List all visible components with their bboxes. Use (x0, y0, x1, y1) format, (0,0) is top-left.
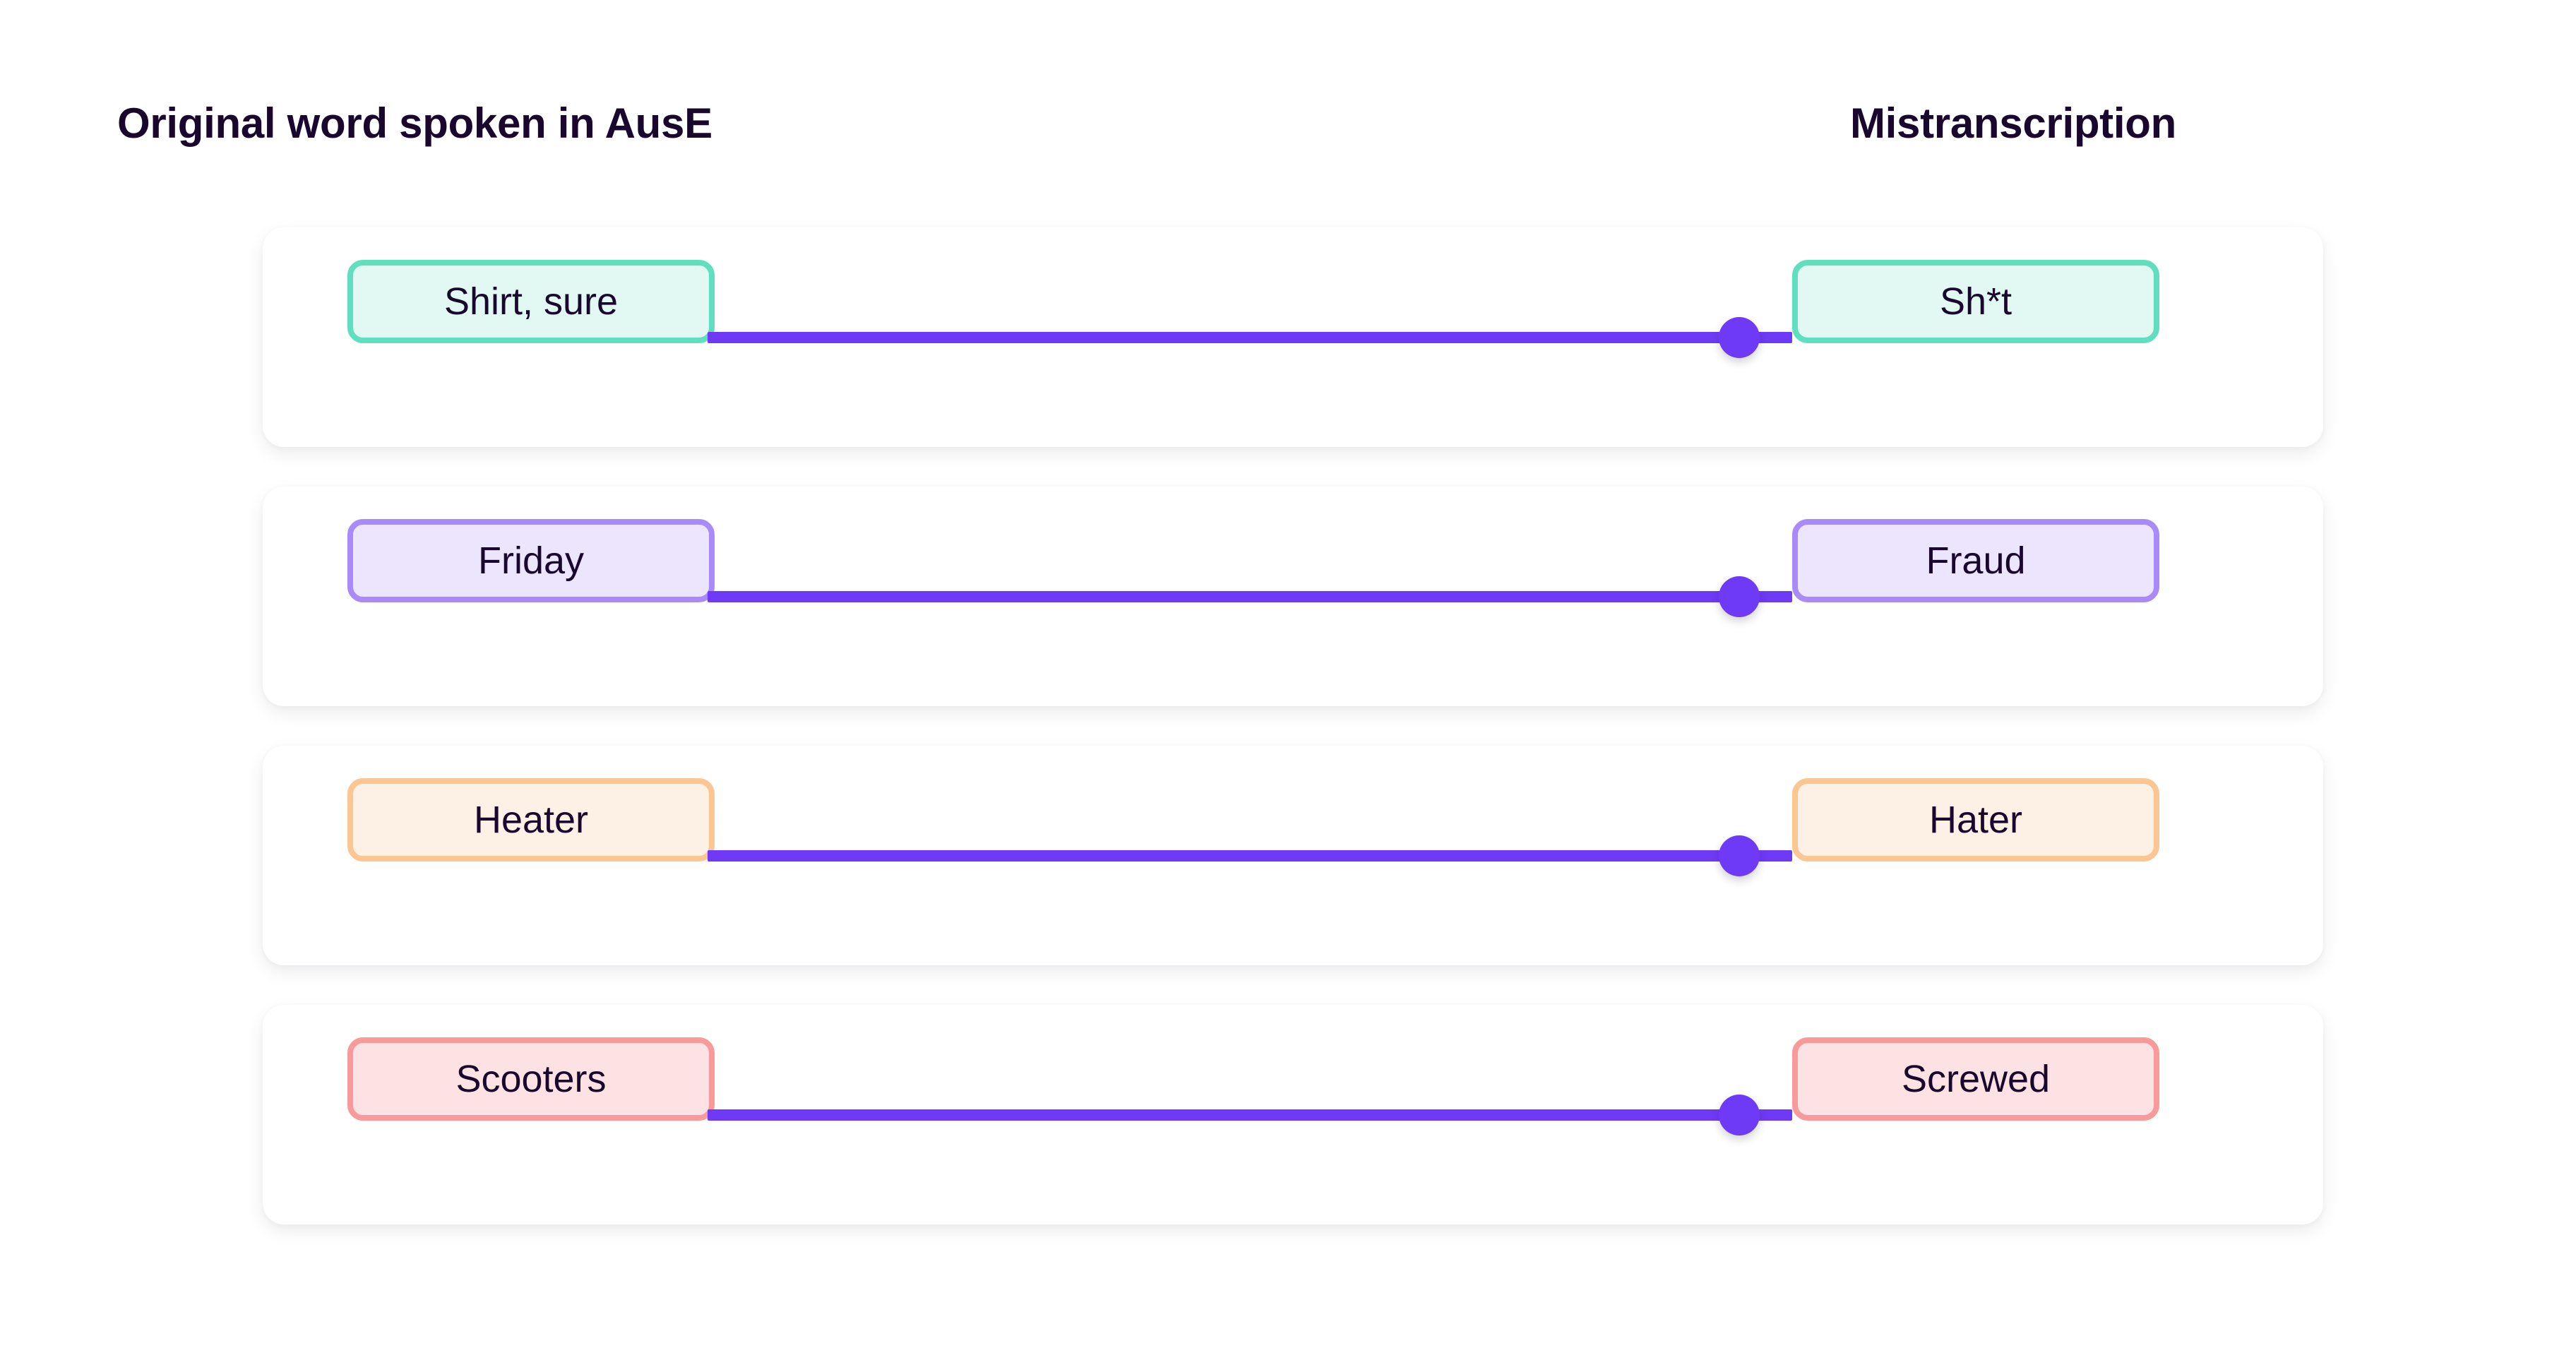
mistranscription-pill[interactable]: Fraud (1792, 519, 2159, 602)
connector-line (708, 850, 1792, 862)
mistranscription-pill[interactable]: Hater (1792, 778, 2159, 862)
connector-line (708, 591, 1792, 602)
mapping-row: Friday Fraud (263, 487, 2323, 706)
mapping-row: Heater Hater (263, 746, 2323, 965)
connector-dot[interactable] (1719, 1095, 1760, 1136)
mapping-row-list: Shirt, sure Sh*t Friday Fraud Heater Hat… (263, 227, 2323, 1224)
mistranscription-pill[interactable]: Screwed (1792, 1037, 2159, 1121)
connector-dot[interactable] (1719, 576, 1760, 617)
mapping-row: Scooters Screwed (263, 1005, 2323, 1224)
original-word-pill[interactable]: Heater (347, 778, 715, 862)
column-header-mistranscription: Mistranscription (1850, 100, 2176, 147)
connector-line (708, 332, 1792, 343)
connector-dot[interactable] (1719, 317, 1760, 358)
mistranscription-pill[interactable]: Sh*t (1792, 260, 2159, 343)
mapping-row: Shirt, sure Sh*t (263, 227, 2323, 447)
connector-line (708, 1109, 1792, 1121)
original-word-pill[interactable]: Friday (347, 519, 715, 602)
column-header-original: Original word spoken in AusE (117, 100, 712, 147)
original-word-pill[interactable]: Shirt, sure (347, 260, 715, 343)
column-headers: Original word spoken in AusE Mistranscri… (0, 99, 2576, 177)
connector-dot[interactable] (1719, 835, 1760, 876)
original-word-pill[interactable]: Scooters (347, 1037, 715, 1121)
